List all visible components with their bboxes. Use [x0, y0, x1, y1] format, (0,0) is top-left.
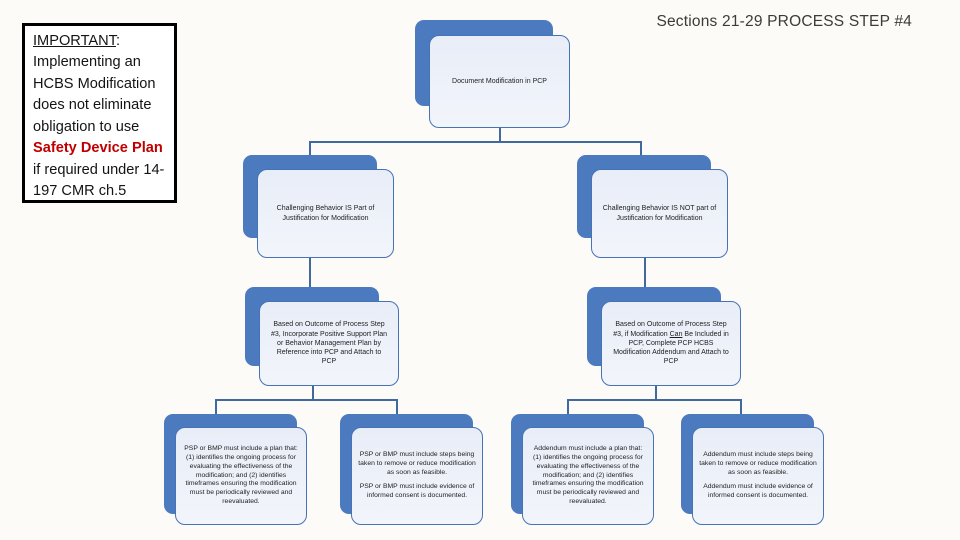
flow-leaf-psp-steps-consent: PSP or BMP must include steps being take…	[340, 414, 486, 528]
flow-node-document-modification: Document Modification in PCP	[415, 20, 575, 130]
important-heading: IMPORTANT	[33, 33, 116, 49]
node-text-para1: Addendum must include steps being taken …	[699, 450, 817, 476]
node-body: Challenging Behavior IS Part of Justific…	[257, 169, 394, 258]
node-text-para1: PSP or BMP must include steps being take…	[358, 450, 476, 476]
flow-leaf-addendum-plan-requirements: Addendum must include a plan that: (1) i…	[511, 414, 657, 528]
node-body: Addendum must include a plan that: (1) i…	[522, 427, 654, 525]
node-body: Based on Outcome of Process Step #3, Inc…	[259, 301, 399, 386]
important-body-pre: Implementing an HCBS Modification does n…	[33, 54, 156, 135]
flow-node-incorporate-psp-bmp: Based on Outcome of Process Step #3, Inc…	[245, 287, 403, 389]
node-text-underlined-can: Can	[669, 330, 683, 338]
node-text-para2: PSP or BMP must include evidence of info…	[359, 483, 475, 500]
node-body: Addendum must include steps being taken …	[692, 427, 824, 525]
node-text-post: Be Included in PCP, Complete PCP HCBS Mo…	[613, 330, 729, 366]
node-text: Based on Outcome of Process Step #3, Inc…	[271, 321, 387, 366]
node-text: Document Modification in PCP	[452, 77, 547, 85]
flow-leaf-psp-plan-requirements: PSP or BMP must include a plan that: (1)…	[164, 414, 310, 528]
important-heading-colon: :	[115, 33, 121, 49]
node-body: Document Modification in PCP	[429, 35, 570, 128]
node-text: Based on Outcome of Process Step #3, if …	[611, 320, 731, 366]
node-text-pre: Based on Outcome of Process Step #3, if …	[613, 321, 727, 338]
node-text: PSP or BMP must include a plan that: (1)…	[184, 445, 298, 506]
node-body: Based on Outcome of Process Step #3, if …	[601, 301, 741, 386]
flow-node-behavior-is-not-part: Challenging Behavior IS NOT part of Just…	[577, 155, 733, 261]
flow-node-complete-addendum: Based on Outcome of Process Step #3, if …	[587, 287, 745, 389]
flow-node-behavior-is-part: Challenging Behavior IS Part of Justific…	[243, 155, 399, 261]
node-text: Challenging Behavior IS Part of Justific…	[276, 205, 375, 222]
important-body-post: if required under 14-197 CMR ch.5	[33, 161, 165, 200]
node-body: PSP or BMP must include a plan that: (1)…	[175, 427, 307, 525]
node-text-para2: Addendum must include evidence of inform…	[703, 483, 813, 500]
node-body: Challenging Behavior IS NOT part of Just…	[591, 169, 728, 258]
node-text: Addendum must include a plan that: (1) i…	[532, 445, 644, 506]
slide-title: Sections 21-29 PROCESS STEP #4	[656, 13, 912, 30]
node-text: Challenging Behavior IS NOT part of Just…	[602, 205, 717, 222]
safety-device-plan-highlight: Safety Device Plan	[33, 140, 163, 157]
node-body: PSP or BMP must include steps being take…	[351, 427, 483, 525]
flow-leaf-addendum-steps-consent: Addendum must include steps being taken …	[681, 414, 827, 528]
important-note-box: IMPORTANT: Implementing an HCBS Modifica…	[22, 23, 177, 203]
